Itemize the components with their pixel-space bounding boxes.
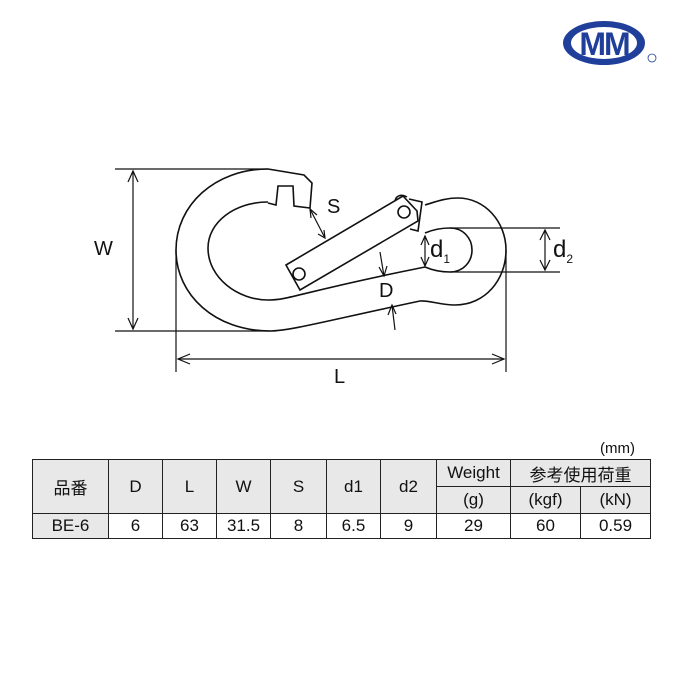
d2-letter: d bbox=[553, 236, 567, 263]
carabiner-outer-body bbox=[175, 168, 507, 332]
dim-label-d: D bbox=[379, 280, 394, 302]
gate-latch bbox=[267, 168, 313, 209]
header-weight-unit: (g) bbox=[436, 486, 511, 514]
dim-label-w: W bbox=[94, 238, 113, 260]
header-d: D bbox=[108, 459, 163, 514]
brand-logo: MM bbox=[563, 21, 657, 65]
cell-s: 8 bbox=[270, 513, 327, 539]
dim-label-d1: d1 bbox=[430, 236, 450, 266]
cell-part: BE-6 bbox=[32, 513, 109, 539]
cell-l: 63 bbox=[162, 513, 217, 539]
header-part-number: 品番 bbox=[32, 459, 109, 514]
cell-d2: 9 bbox=[380, 513, 437, 539]
table-row: BE-6 6 63 31.5 8 6.5 9 29 60 0.59 bbox=[32, 513, 651, 539]
unit-label: (mm) bbox=[600, 440, 635, 457]
cell-d1: 6.5 bbox=[326, 513, 381, 539]
header-kgf: (kgf) bbox=[510, 486, 581, 514]
cell-kn: 0.59 bbox=[580, 513, 651, 539]
header-kn: (kN) bbox=[580, 486, 651, 514]
carabiner-inner-hole bbox=[207, 201, 426, 301]
d2-subscript: 2 bbox=[566, 251, 574, 266]
header-w: W bbox=[216, 459, 271, 514]
spec-table: 品番 D L W S d1 d2 Weight 参考使用荷重 (g) (kgf)… bbox=[32, 459, 651, 539]
cell-w: 31.5 bbox=[216, 513, 271, 539]
header-weight: Weight bbox=[436, 459, 511, 487]
header-d1: d1 bbox=[326, 459, 381, 514]
d1-letter: d bbox=[430, 236, 444, 263]
header-d2: d2 bbox=[380, 459, 437, 514]
dim-label-d2: d2 bbox=[553, 236, 573, 266]
dim-label-s: S bbox=[327, 196, 341, 218]
header-l: L bbox=[162, 459, 217, 514]
d1-subscript: 1 bbox=[443, 251, 451, 266]
header-s: S bbox=[270, 459, 327, 514]
header-load: 参考使用荷重 bbox=[510, 459, 651, 487]
cell-weight: 29 bbox=[436, 513, 511, 539]
cell-d: 6 bbox=[108, 513, 163, 539]
dim-label-l: L bbox=[334, 366, 346, 388]
cell-kgf: 60 bbox=[510, 513, 581, 539]
gate-bar bbox=[284, 194, 419, 292]
eye-hole bbox=[424, 227, 473, 273]
svg-text:MM: MM bbox=[579, 26, 629, 62]
